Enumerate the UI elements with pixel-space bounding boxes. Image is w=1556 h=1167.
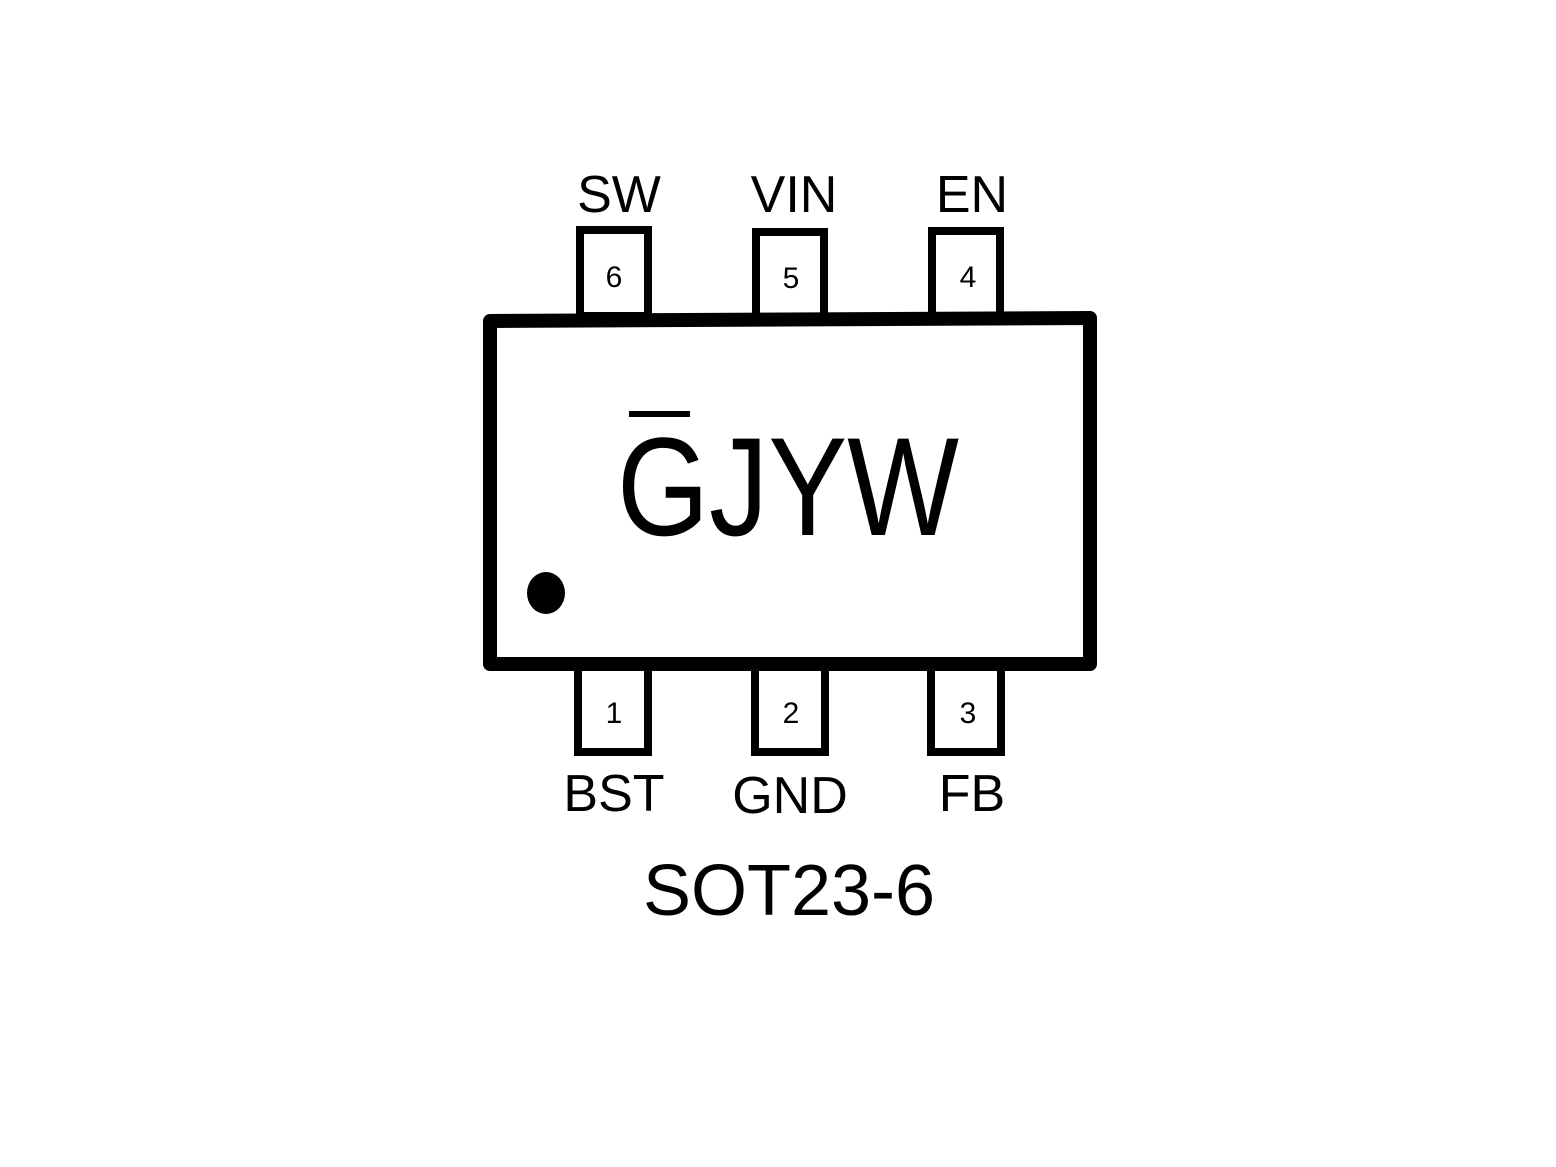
marking-text: GJYW bbox=[617, 408, 959, 565]
pin-6: 6 SW bbox=[576, 166, 661, 320]
pin-3-number: 3 bbox=[960, 697, 977, 730]
pin-3-name: FB bbox=[939, 765, 1005, 823]
pin-1-lead bbox=[574, 660, 652, 756]
pin-4-name: EN bbox=[936, 166, 1008, 224]
marking-overlined-char: G bbox=[617, 408, 709, 565]
top-pins: 6 SW 5 VIN 4 EN bbox=[576, 166, 1008, 322]
pin-5: 5 VIN bbox=[751, 166, 838, 322]
pin-2: 2 GND bbox=[732, 660, 848, 825]
pin-1-dot bbox=[527, 572, 565, 614]
pin-6-number: 6 bbox=[606, 261, 623, 294]
pin-6-name: SW bbox=[577, 166, 661, 224]
pin-1: 1 BST bbox=[563, 660, 665, 823]
package-body bbox=[483, 311, 1097, 671]
bottom-pins: 1 BST 2 GND 3 FB bbox=[563, 660, 1005, 825]
pin-5-name: VIN bbox=[751, 166, 838, 224]
pin-2-name: GND bbox=[732, 767, 848, 825]
device-marking: GJYW bbox=[617, 408, 959, 565]
pin-1-number: 1 bbox=[606, 697, 623, 730]
pin-5-number: 5 bbox=[783, 262, 800, 295]
pin-3-lead bbox=[927, 660, 1005, 756]
marking-rest: JYW bbox=[709, 408, 959, 565]
pin-2-number: 2 bbox=[783, 697, 800, 730]
pin-4-number: 4 bbox=[960, 261, 977, 294]
pin-4: 4 EN bbox=[928, 166, 1008, 321]
pin-3: 3 FB bbox=[927, 660, 1005, 823]
package-name: SOT23-6 bbox=[643, 851, 935, 931]
pin-1-name: BST bbox=[563, 765, 664, 823]
